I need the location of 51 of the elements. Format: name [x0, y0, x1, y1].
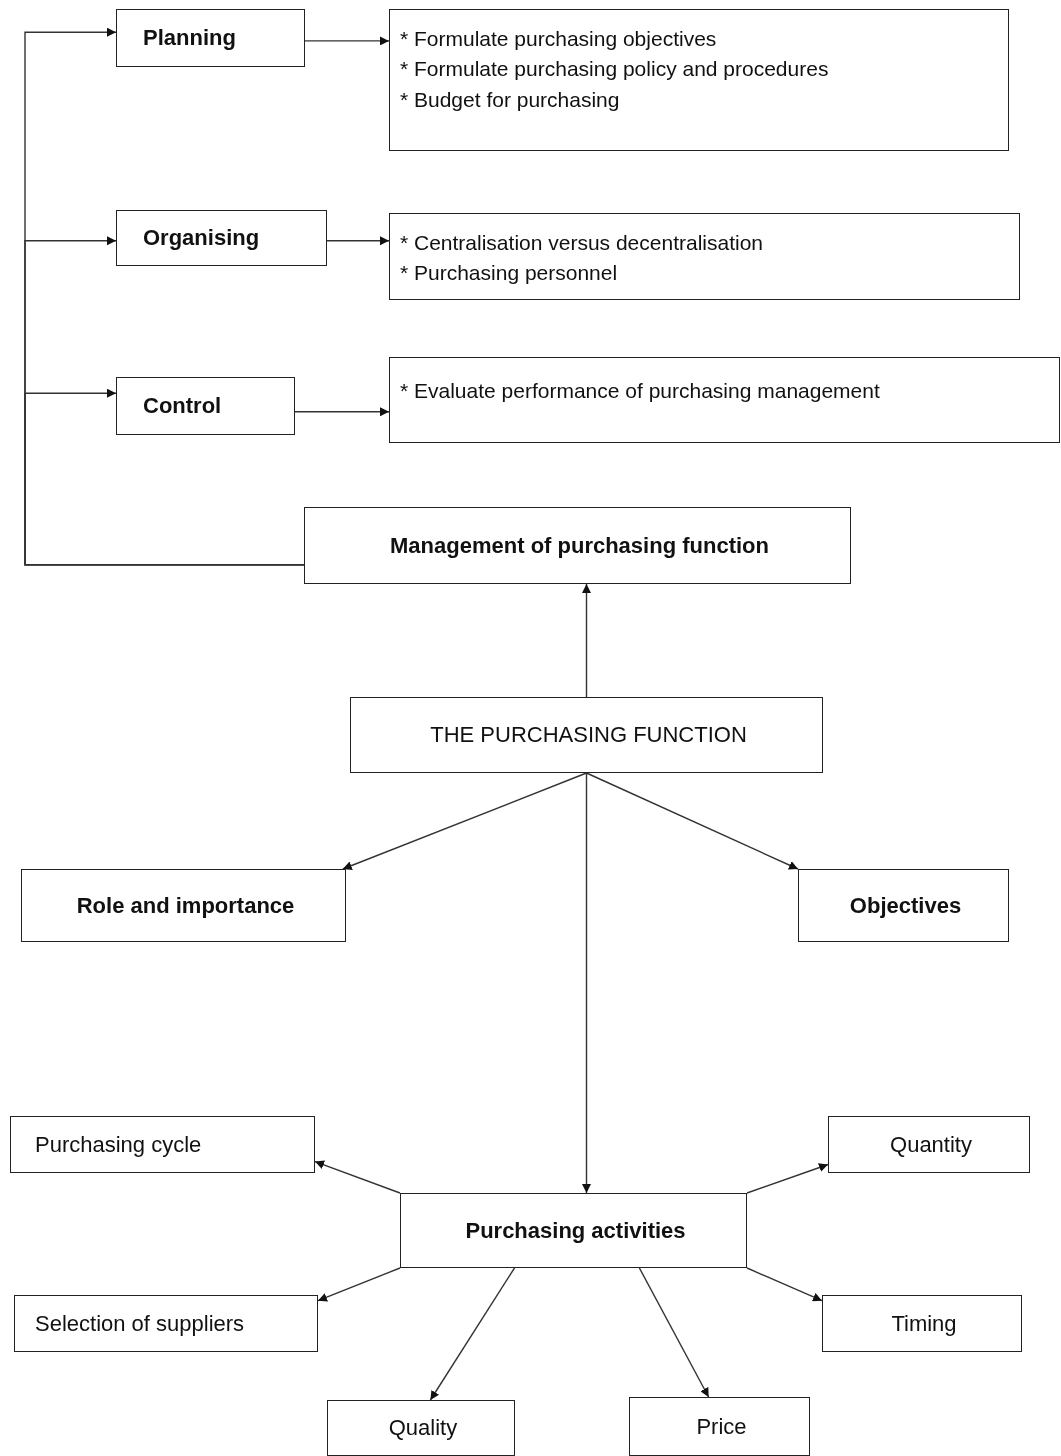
bullet-text: * Centralisation versus decentralisation	[400, 230, 764, 256]
process-box	[350, 697, 823, 773]
process-box	[21, 869, 346, 942]
process-box	[828, 1116, 1030, 1173]
bullet-text: * Evaluate performance of purchasing management	[400, 378, 880, 404]
process-box	[10, 1116, 315, 1173]
process-box	[304, 507, 851, 584]
node-label: Timing	[891, 1309, 957, 1338]
arrow	[429, 1267, 516, 1401]
notes-box	[389, 9, 1009, 151]
node-label: Role and importance	[76, 891, 295, 920]
bullet-text: * Formulate purchasing policy and procedures	[400, 56, 829, 83]
node-label: Quality	[388, 1414, 458, 1443]
arrow	[342, 772, 588, 870]
arrow	[294, 407, 390, 417]
node-label: Organising	[143, 224, 260, 253]
arrow	[304, 36, 390, 46]
arrow	[638, 1267, 710, 1398]
process-box	[798, 869, 1009, 942]
node-label: Price	[696, 1412, 747, 1441]
process-box	[629, 1397, 810, 1456]
arrow	[746, 1163, 829, 1194]
process-box	[116, 9, 305, 67]
arrow	[317, 1267, 401, 1302]
arrow	[746, 1267, 823, 1302]
node-label: Purchasing cycle	[35, 1130, 202, 1159]
arrow	[24, 388, 305, 566]
node-label: Objectives	[849, 891, 962, 920]
process-box	[327, 1400, 515, 1456]
process-box	[14, 1295, 318, 1352]
bullet-text: * Purchasing personnel	[400, 260, 618, 287]
process-box	[400, 1193, 747, 1268]
node-label: Selection of suppliers	[35, 1309, 245, 1338]
notes-box	[389, 213, 1020, 300]
bullet-text: * Formulate purchasing objectives	[400, 26, 717, 52]
process-box	[822, 1295, 1022, 1352]
node-label: THE PURCHASING FUNCTION	[430, 721, 747, 750]
process-box	[116, 377, 295, 435]
node-label: Control	[143, 392, 222, 421]
arrow	[582, 583, 591, 698]
process-box	[116, 210, 327, 266]
node-label: Planning	[143, 24, 236, 53]
arrow	[314, 1160, 401, 1194]
notes-box	[389, 357, 1060, 443]
node-label: Quantity	[890, 1130, 972, 1159]
arrow	[326, 236, 390, 246]
arrow	[582, 772, 591, 1194]
node-label: Purchasing activities	[465, 1216, 686, 1245]
node-label: Management of purchasing function	[390, 531, 769, 560]
bullet-text: * Budget for purchasing	[400, 86, 620, 113]
arrow	[585, 772, 799, 870]
